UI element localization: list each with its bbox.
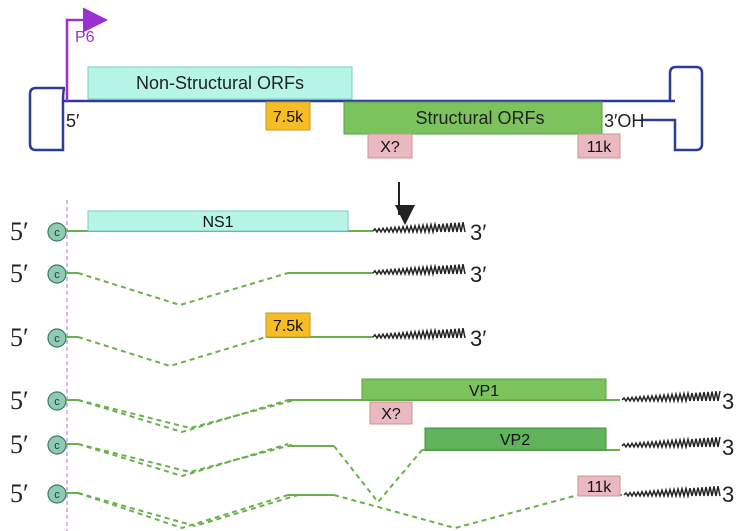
t2-polya-tail [372,263,466,277]
t4-intron-b [77,399,296,430]
t6-intron-a [77,492,289,530]
genome-three-prime-oh: 3′OH [604,111,644,131]
t3-cap-label: c [54,333,60,345]
t6-three-end: 3 [722,482,734,507]
vp2-box [424,427,607,451]
t4-three-end: 3 [722,389,734,414]
t5-five-prime: 5′ [10,430,29,459]
t6-polya-tail [623,485,721,499]
t6-intron-b [77,492,299,528]
t6-five-prime: 5′ [10,479,29,508]
t3-polya-tail [372,327,466,341]
t2-five-prime: 5′ [10,259,29,288]
orf-11k-label: 11k [587,139,613,156]
t1-cap-label: c [54,227,60,239]
transcript-4: 5′ c VP1 X? 3 [10,378,734,434]
t1-polya-tail [372,221,466,235]
transcript-2: 5′ c 3′ [10,259,486,307]
transcript-3: 5′ c 7.5k 3′ [10,312,486,368]
structural-orfs-box [343,101,603,135]
t5-intron-c [333,445,423,504]
t4-cap-label: c [54,396,60,408]
transcript-1: 5′ c NS1 3′ [10,210,486,246]
t6-11k-label: 11k [587,479,613,496]
t1-three-prime: 3′ [470,220,486,245]
t4-x-box [369,401,413,425]
orf-7-5k-box [265,101,311,131]
vp1-box [361,378,607,401]
t2-three-prime: 3′ [470,262,486,287]
non-structural-orfs-box [87,66,353,100]
t3-three-prime: 3′ [470,326,486,351]
t5-cap-label: c [54,440,60,452]
promoter-arrow [65,7,108,101]
t4-five-prime: 5′ [10,386,29,415]
orf-7-5k-label: 7.5k [273,109,304,126]
t6-11k-box [577,475,621,497]
t3-five-prime: 5′ [10,323,29,352]
genome-map: P6 Non-Structural ORFs Structural ORFs 7… [28,7,704,159]
t5-three-end: 3 [722,435,734,460]
t6-cap-label: c [54,489,60,501]
transcripts: 5′ c NS1 3′ 5′ c 3′ 5′ c [10,210,734,530]
t5-intron-b [77,443,296,474]
genome-five-prime: 5′ [66,111,80,131]
t3-intron [77,336,267,368]
t5-polya-tail [621,436,721,450]
vp2-label: VP2 [500,432,530,449]
promoter-label: P6 [75,29,95,46]
non-structural-orfs-label: Non-Structural ORFs [136,73,304,93]
structural-orfs-label: Structural ORFs [415,108,544,128]
t2-cap-label: c [54,269,60,281]
orf-x-label: X? [380,139,400,156]
transcript-6: 5′ c 11k 3 [10,475,734,530]
t4-polya-tail [621,390,721,404]
ns1-label: NS1 [202,214,233,231]
vp1-label: VP1 [469,383,499,400]
orf-11k-box [577,133,621,159]
t4-x-label: X? [381,406,401,423]
t6-intron-c [333,494,579,530]
t3-7-5k-box [265,312,311,338]
orf-x-box [367,133,413,159]
t3-7-5k-label: 7.5k [273,318,304,335]
left-hairpin [28,86,66,152]
transcript-5: 5′ c VP2 3 [10,427,734,504]
t1-five-prime: 5′ [10,217,29,246]
right-hairpin [642,65,704,152]
ns1-box [87,210,349,232]
t2-intron [77,272,289,307]
